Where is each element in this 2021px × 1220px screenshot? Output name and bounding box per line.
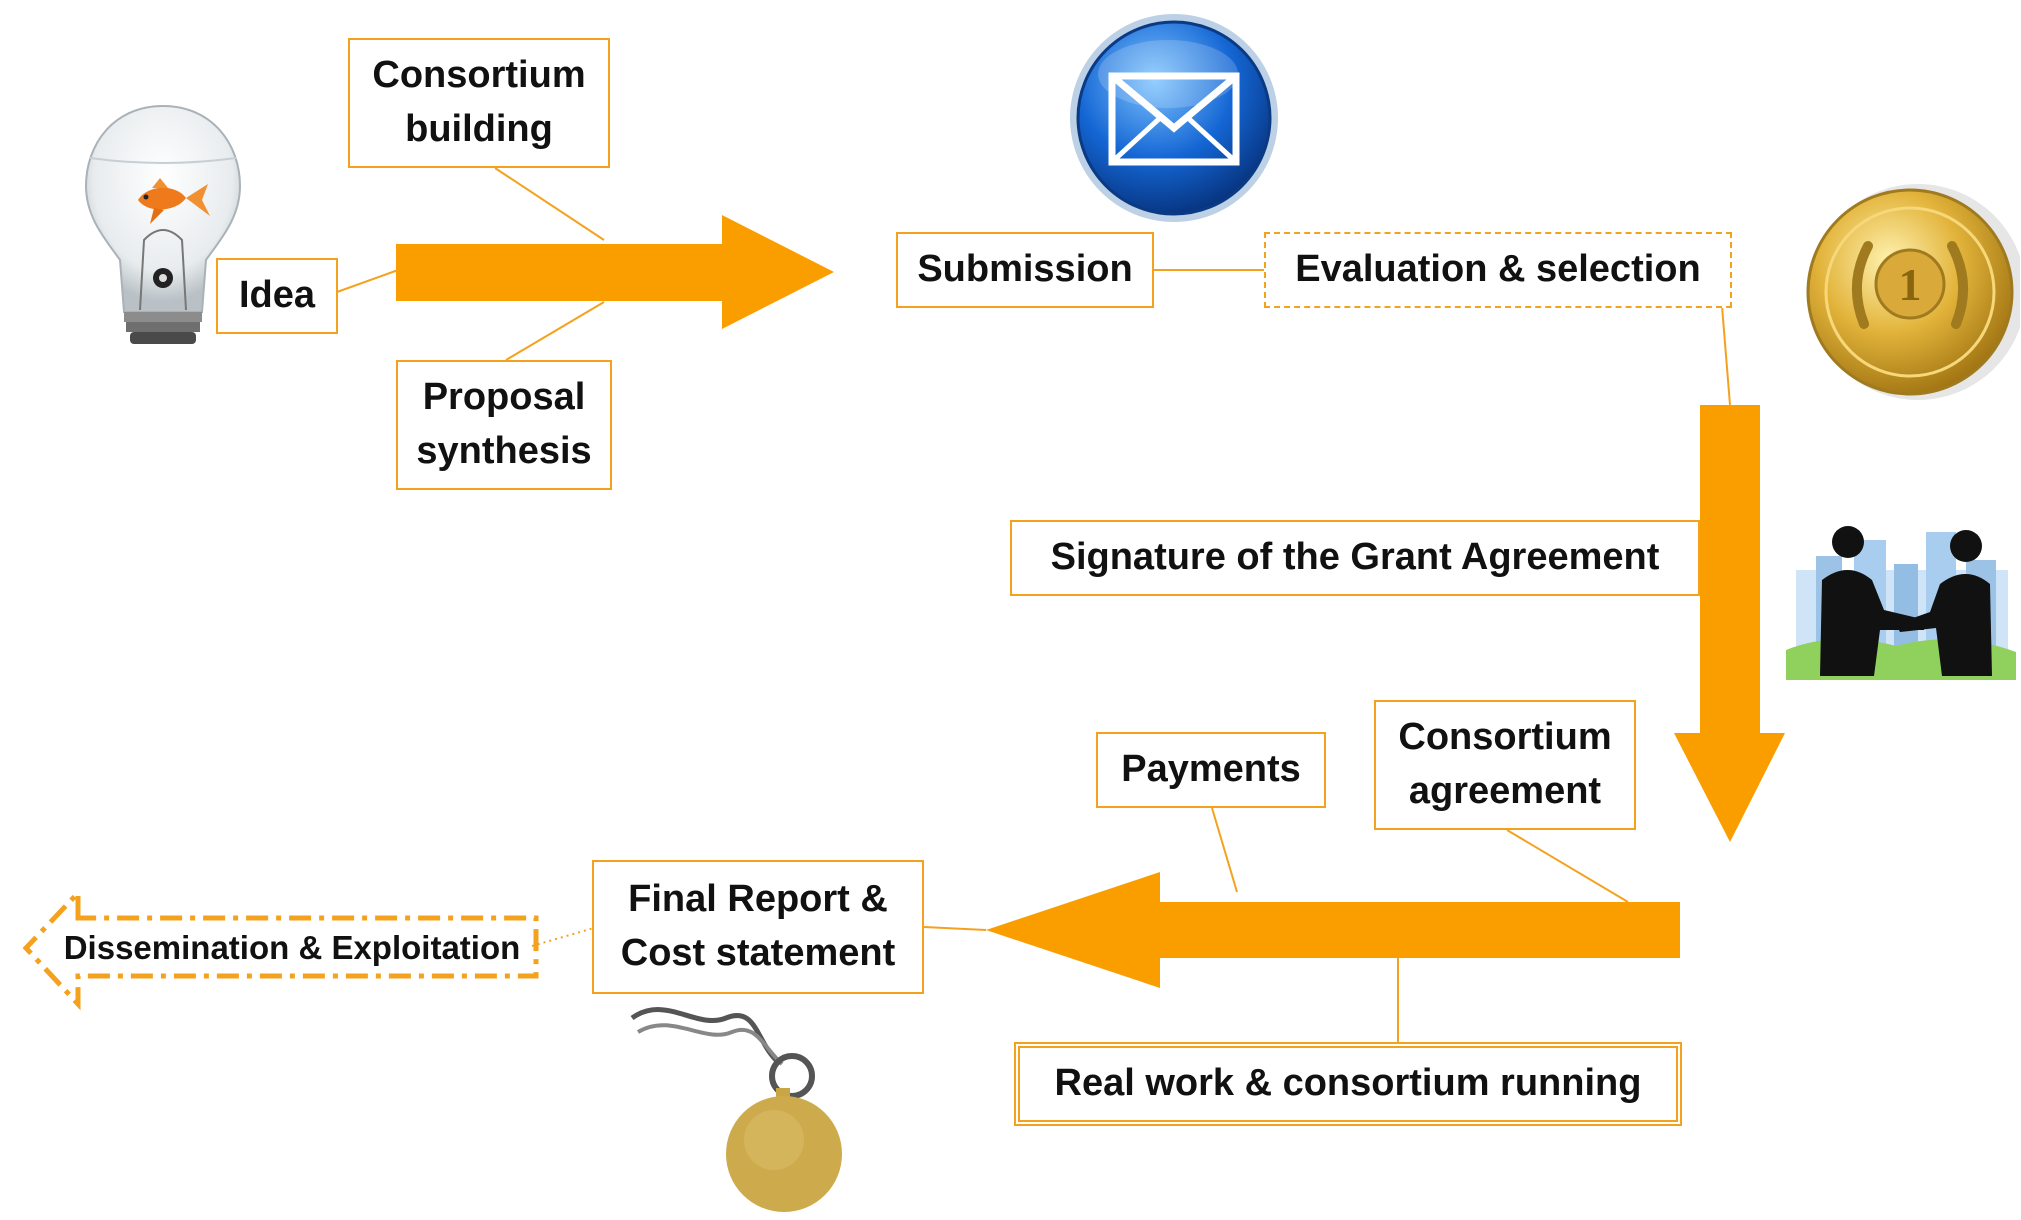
step-real-work: Real work & consortium running bbox=[1014, 1042, 1682, 1126]
medal-number: 1 bbox=[1899, 259, 1922, 310]
consortium-building-line-1: Consortium bbox=[372, 54, 586, 97]
connector-proposal bbox=[505, 301, 605, 361]
arrow-right bbox=[396, 215, 834, 329]
step-submission: Submission bbox=[896, 232, 1154, 308]
step-consortium-building: Consortium building bbox=[348, 38, 610, 168]
stopwatch-icon bbox=[630, 1007, 842, 1212]
step-idea-label: Idea bbox=[238, 274, 316, 317]
step-consortium-agreement: Consortium agreement bbox=[1374, 700, 1636, 830]
step-real-work-label: Real work & consortium running bbox=[1054, 1062, 1642, 1105]
step-signature-label: Signature of the Grant Agreement bbox=[1050, 536, 1660, 579]
step-evaluation-label: Evaluation & selection bbox=[1295, 248, 1701, 291]
final-report-line-2: Cost statement bbox=[620, 932, 896, 974]
arrow-left bbox=[986, 872, 1680, 988]
connector-evaluation bbox=[1721, 305, 1731, 406]
connector-consortium-building bbox=[494, 167, 605, 241]
arrow-down bbox=[1674, 405, 1785, 842]
step-dissemination-exploitation: Dissemination & Exploitation bbox=[52, 920, 532, 976]
step-payments-label: Payments bbox=[1121, 748, 1301, 791]
step-idea: Idea bbox=[216, 258, 338, 334]
consortium-agreement-line-1: Consortium bbox=[1398, 716, 1612, 759]
step-signature-grant-agreement: Signature of the Grant Agreement bbox=[1010, 520, 1700, 596]
step-evaluation-selection: Evaluation & selection bbox=[1264, 232, 1732, 308]
consortium-building-line-2: building bbox=[405, 108, 553, 150]
proposal-synthesis-line-1: Proposal bbox=[422, 376, 586, 419]
connector-final-report bbox=[923, 926, 987, 931]
connector-consortium-agreement bbox=[1506, 829, 1629, 903]
step-payments: Payments bbox=[1096, 732, 1326, 808]
step-dissemination-label: Dissemination & Exploitation bbox=[63, 929, 521, 966]
step-final-report: Final Report & Cost statement bbox=[592, 860, 924, 994]
lightbulb-goldfish-icon bbox=[84, 104, 242, 344]
final-report-line-1: Final Report & bbox=[628, 878, 888, 921]
gold-medal-icon: 1 bbox=[1806, 184, 2020, 400]
dissemination-arrow-outline bbox=[22, 886, 539, 1011]
step-proposal-synthesis: Proposal synthesis bbox=[396, 360, 612, 490]
consortium-agreement-line-2: agreement bbox=[1408, 770, 1602, 812]
connector-dissemination bbox=[531, 927, 595, 947]
proposal-synthesis-line-2: synthesis bbox=[416, 430, 592, 472]
connector-idea bbox=[336, 269, 399, 293]
connector-payments bbox=[1211, 807, 1238, 893]
mail-envelope-icon bbox=[1070, 14, 1278, 222]
handshake-icon bbox=[1786, 526, 2016, 680]
step-submission-label: Submission bbox=[917, 248, 1133, 291]
